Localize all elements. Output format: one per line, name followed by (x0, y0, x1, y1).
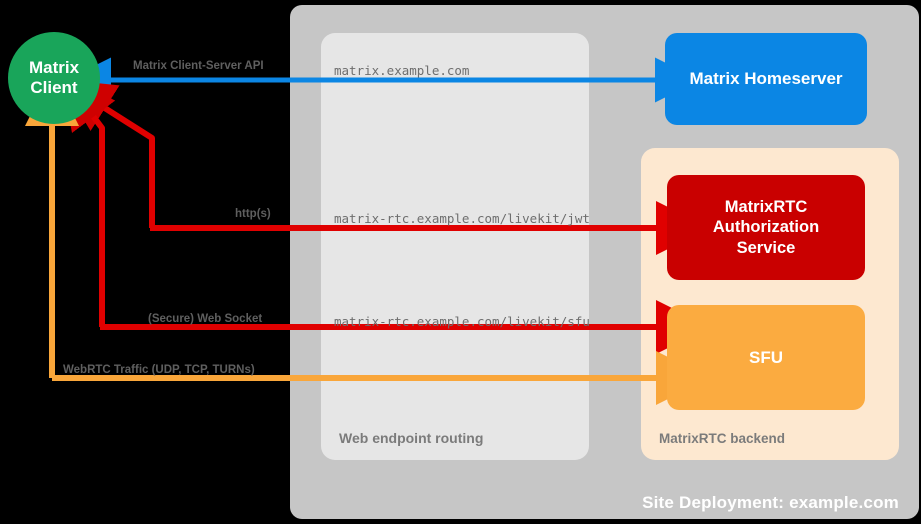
edge-label-https: http(s) (235, 208, 271, 220)
edge-label-websocket: (Secure) Web Socket (148, 313, 263, 325)
node-auth-line2: Authorization (712, 218, 820, 237)
node-sfu[interactable]: SFU (667, 305, 865, 410)
site-deployment-label: Site Deployment: example.com (642, 493, 899, 512)
node-matrix-client[interactable]: Matrix Client (8, 32, 100, 124)
node-matrix-homeserver-label: Matrix Homeserver (689, 69, 843, 88)
endpoint-sfu: matrix-rtc.example.com/livekit/sfu (334, 314, 590, 329)
edge-websocket-to-client (61, 73, 116, 327)
node-matrix-client-line1: Matrix (28, 58, 80, 78)
node-matrix-homeserver[interactable]: Matrix Homeserver (665, 33, 867, 125)
node-auth-line1: MatrixRTC (724, 197, 808, 216)
matrixrtc-backend-label: MatrixRTC backend (659, 431, 786, 446)
edge-https-to-client (59, 79, 155, 228)
edge-label-client-server-api: Matrix Client-Server API (133, 60, 264, 72)
node-auth-line3: Service (736, 238, 796, 257)
web-endpoint-routing-label: Web endpoint routing (339, 430, 484, 446)
edge-label-webrtc: WebRTC Traffic (UDP, TCP, TURNs) (63, 364, 255, 376)
node-matrix-client-line2: Client (30, 78, 78, 97)
endpoint-jwt: matrix-rtc.example.com/livekit/jwt (334, 211, 590, 226)
node-matrixrtc-authorization-service[interactable]: MatrixRTC Authorization Service (667, 175, 865, 280)
endpoint-matrix: matrix.example.com (334, 63, 470, 78)
web-endpoint-routing-panel: Web endpoint routing (321, 33, 589, 460)
node-sfu-label: SFU (749, 347, 783, 367)
